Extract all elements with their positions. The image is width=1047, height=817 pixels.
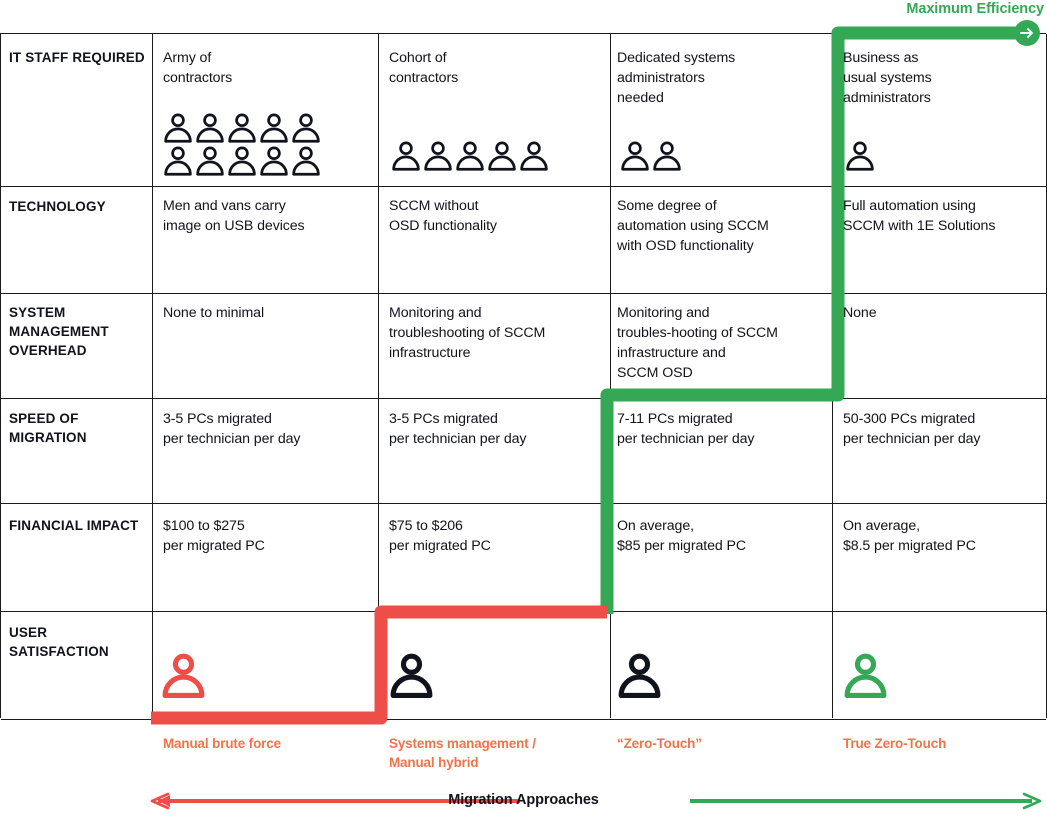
row-label-speed-of-migration: SPEED OF MIGRATION (9, 411, 87, 446)
row-label-technology: TECHNOLOGY (9, 199, 106, 214)
person-icon (163, 112, 195, 145)
grid-hline-3 (1, 398, 1046, 399)
person-icon (391, 140, 423, 173)
row-label-it-staff-required: IT STAFF REQUIRED (9, 50, 145, 65)
grid-vline-5 (1045, 34, 1047, 718)
cell-r3c1: None to minimal (163, 305, 265, 321)
axis-label: Migration Approaches (448, 792, 599, 808)
grid-hline-5 (1, 611, 1046, 612)
grid-vline-2 (377, 34, 379, 718)
maximum-efficiency-label: Maximum Efficiency (906, 1, 1044, 17)
row-label-financial-impact: FINANCIAL IMPACT (9, 518, 139, 533)
person-icon (227, 145, 259, 178)
person-icon (291, 145, 323, 178)
people-group-column-4 (845, 140, 1007, 173)
grid-hline-6 (1, 718, 1046, 720)
person-icon (195, 145, 227, 178)
red-manual-path (151, 605, 607, 725)
person-icon (259, 112, 291, 145)
person-icon (455, 140, 487, 173)
people-group-column-1 (163, 112, 325, 178)
grid-vline-4 (831, 34, 833, 718)
person-icon (291, 112, 323, 145)
people-group-column-2 (391, 140, 553, 173)
column-caption-4: True Zero-Touch (843, 736, 947, 751)
axis-arrow-left (150, 792, 520, 810)
person-icon (487, 140, 519, 173)
person-icon (195, 112, 227, 145)
column-caption-2: Systems management /Manual hybrid (389, 736, 536, 770)
arrow-right-glyph-icon (1020, 28, 1033, 38)
grid-hline-1 (1, 186, 1046, 187)
person-icon-black (617, 652, 662, 701)
grid-vline-3 (609, 34, 611, 718)
column-caption-1: Manual brute force (163, 736, 281, 751)
row-label-system-management-overhead: SYSTEM MANAGEMENT OVERHEAD (9, 305, 109, 359)
cell-r5c3: On average,$85 per migrated PC (617, 518, 747, 555)
grid-hline-4 (1, 503, 1046, 504)
cell-r3c4: None (843, 305, 877, 321)
person-icon (227, 112, 259, 145)
person-icon (652, 140, 684, 173)
row-label-user-satisfaction: USER SATISFACTION (9, 625, 109, 660)
person-icon (259, 145, 291, 178)
grid-vline-1 (151, 34, 153, 718)
person-icon (163, 145, 195, 178)
person-icon-black (389, 652, 434, 701)
comparison-grid (0, 33, 1047, 720)
migration-approaches-axis (150, 792, 1042, 810)
cell-r5c4: On average,$8.5 per migrated PC (843, 518, 976, 555)
grid-hline-2 (1, 293, 1046, 294)
person-icon (845, 140, 877, 173)
column-caption-3: “Zero-Touch” (617, 736, 702, 751)
people-group-column-3 (620, 140, 782, 173)
person-icon (620, 140, 652, 173)
person-icon-red (161, 652, 206, 701)
person-icon (519, 140, 551, 173)
person-icon (423, 140, 455, 173)
arrow-right-circle-icon (1014, 20, 1040, 46)
axis-arrow-right (690, 792, 1042, 810)
person-icon-green (843, 652, 888, 701)
